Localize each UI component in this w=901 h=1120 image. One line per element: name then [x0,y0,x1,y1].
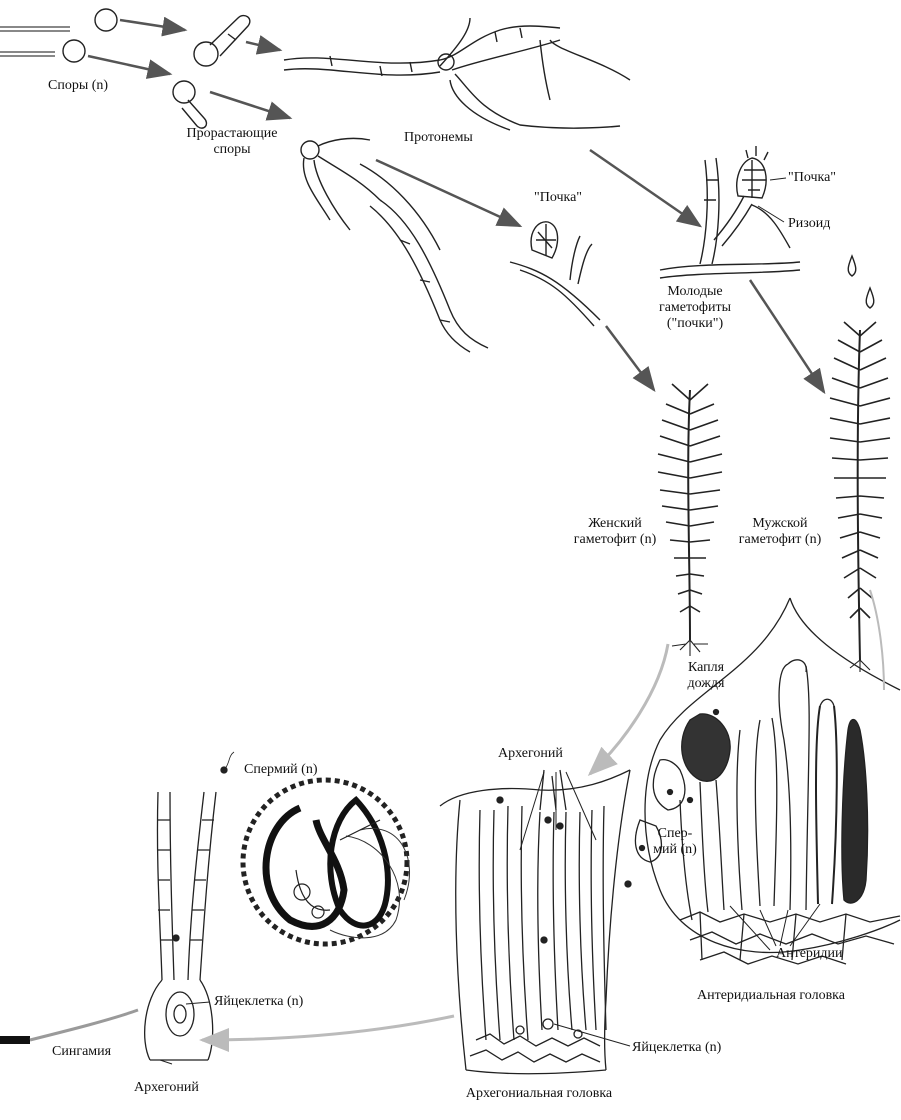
label-germinating-spores: Прорастающие споры [186,126,278,157]
label-archegonial-head: Архегониальная головка [465,1086,613,1101]
label-syngamy: Сингамия [52,1044,112,1059]
protonema-middle-drawing [300,137,489,353]
label-archegonium-bottom: Архегоний [134,1080,199,1095]
antheridial-head-drawing [634,597,901,965]
label-spores: Споры (n) [48,78,109,93]
label-female-gametophyte: Женский гаметофит (n) [573,516,657,547]
label-young-gametophytes: Молодые гаметофиты ("почки") [658,284,732,331]
label-bud-top: "Почка" [788,170,837,185]
spores-drawing [0,8,118,63]
leader-lines [159,177,821,1065]
label-antheridial-head: Антеридиальная головка [696,988,845,1003]
label-archegonium-top: Архегоний [498,746,563,761]
label-raindrop: Капля дождя [687,660,725,691]
flow-arrows [87,16,885,1052]
female-gametophyte-drawing [657,383,723,656]
label-sperm-left: Спермий (n) [244,762,318,777]
male-gametophyte-drawing [829,321,891,672]
label-antheridia: Антеридии [776,946,843,961]
bud-middle-drawing [509,221,601,327]
germinating-spores-drawing [172,14,251,129]
label-rhizoid: Ризоид [788,216,831,231]
label-bud-middle: "Почка" [534,190,583,205]
syngamy-pointer [0,1008,139,1044]
protonema-drawing [283,17,631,131]
sperm-inset-drawing [240,777,410,947]
young-gametophyte-drawing [659,146,801,279]
archegonium-left-drawing [144,751,235,1061]
label-sperm-right: Спер- мий (n) [653,826,697,857]
label-male-gametophyte: Мужской гаметофит (n) [738,516,822,547]
raindrops-drawing [847,254,875,309]
archegonial-head-drawing [439,769,632,1075]
label-egg-right: Яйцеклетка (n) [632,1040,722,1055]
label-egg-left: Яйцеклетка (n) [214,994,304,1009]
label-protonema: Протонемы [404,130,473,145]
